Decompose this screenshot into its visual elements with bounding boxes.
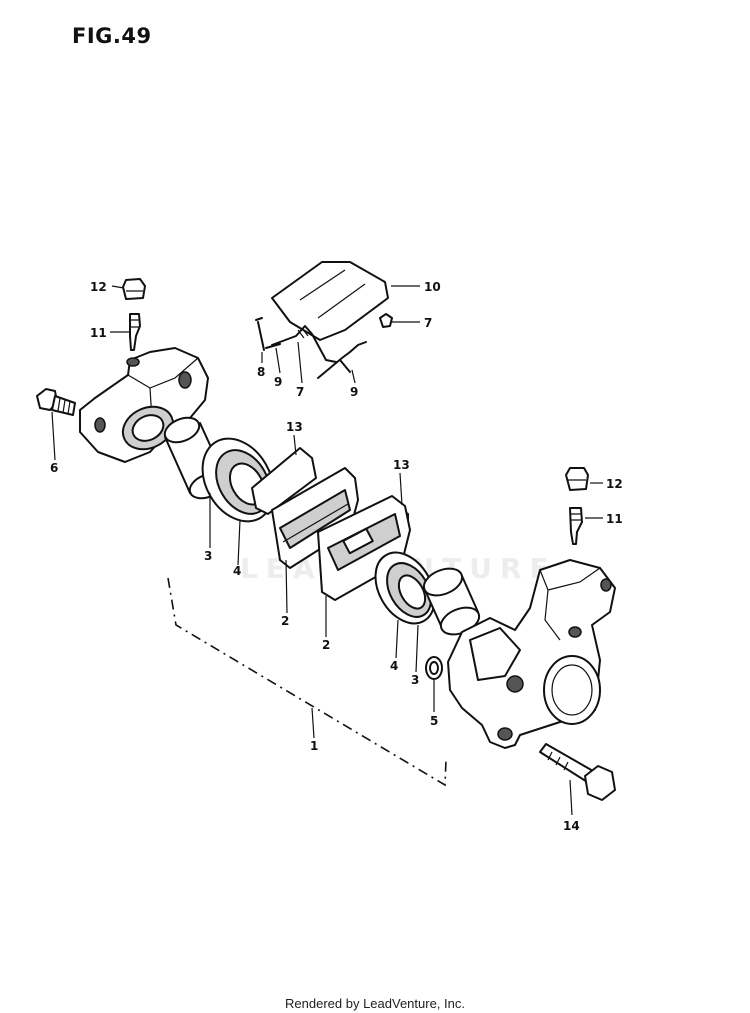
callout-9-right: 9	[350, 385, 358, 399]
callout-6: 6	[50, 461, 58, 475]
leader-lines	[51, 285, 603, 816]
pad-spring-right	[317, 341, 367, 379]
figure-title: FIG.49	[72, 24, 152, 48]
assembly-bracket	[167, 577, 447, 787]
callout-8: 8	[257, 365, 265, 379]
brake-pad-right	[317, 495, 411, 601]
callout-4-left: 4	[233, 564, 241, 578]
pad-spring-left	[271, 325, 337, 363]
pad-cover	[271, 261, 389, 341]
caliper-left-half	[79, 347, 209, 463]
callout-12-right: 12	[606, 477, 623, 491]
callout-7-right: 7	[424, 316, 432, 330]
o-ring-5	[425, 656, 443, 680]
bleeder-valve-left	[129, 313, 141, 351]
callout-2-right: 2	[322, 638, 330, 652]
callout-13-left: 13	[286, 420, 303, 434]
bleeder-valve-right	[569, 507, 583, 545]
bolt-14	[539, 743, 616, 801]
callout-9-left: 9	[274, 375, 282, 389]
callout-7-left: 7	[296, 385, 304, 399]
bleeder-cap-right	[565, 467, 589, 491]
callout-4-right: 4	[390, 659, 398, 673]
callout-14: 14	[563, 819, 580, 833]
caliper-right-half	[447, 559, 616, 749]
piston-seal-right	[374, 551, 436, 625]
callout-3-left: 3	[204, 549, 212, 563]
brake-pad-left	[271, 467, 359, 569]
clip-7-left	[265, 343, 281, 349]
callout-2-left: 2	[281, 614, 289, 628]
callout-1: 1	[310, 739, 318, 753]
clip-7-right	[379, 313, 393, 328]
callout-13-right: 13	[393, 458, 410, 472]
callout-11-left: 11	[90, 326, 107, 340]
pad-shim-left	[251, 447, 317, 515]
callout-3-right: 3	[411, 673, 419, 687]
pad-pin	[255, 317, 265, 351]
callout-5: 5	[430, 714, 438, 728]
bleeder-cap-left	[122, 278, 146, 300]
piston-right	[422, 567, 481, 636]
render-credit: Rendered by LeadVenture, Inc.	[285, 996, 465, 1011]
callout-11-right: 11	[606, 512, 623, 526]
callout-12-left: 12	[90, 280, 107, 294]
callout-10: 10	[424, 280, 441, 294]
bolt-6	[36, 388, 76, 416]
callout-labels: 1 2 2 3 3 4 4 5 6 7 7 8 9 9 10 11 11 12 …	[50, 280, 623, 833]
